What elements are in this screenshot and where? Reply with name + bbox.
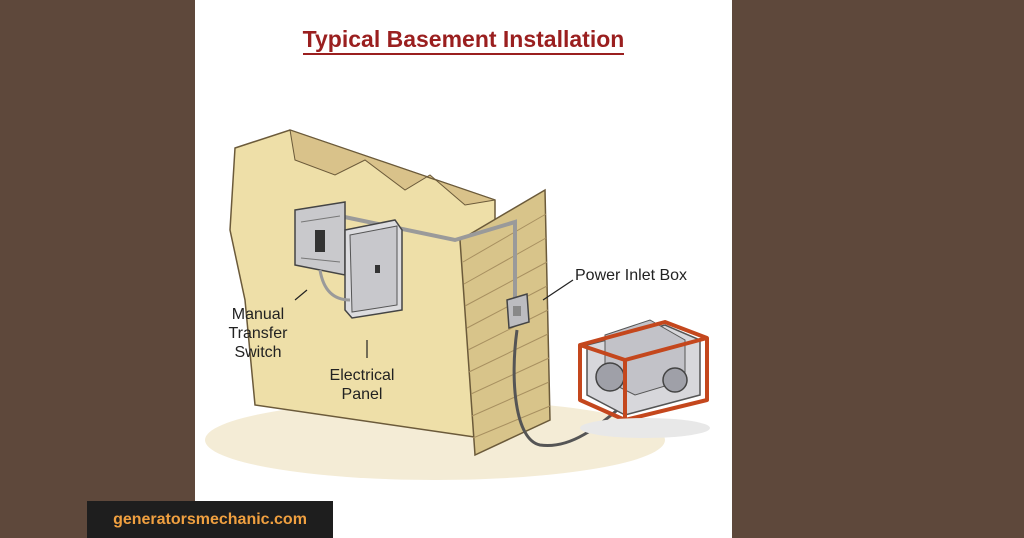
transfer-switch-box [294, 201, 346, 276]
portable-generator [578, 319, 710, 438]
electrical-panel-line-1: Electrical [329, 367, 395, 384]
manual-transfer-switch-line-1: Manual [231, 306, 285, 323]
manual-transfer-switch-line-2: Transfer [228, 325, 288, 342]
watermark-text: generatorsmechanic.com [113, 511, 307, 528]
manual-transfer-switch-line-3: Switch [234, 344, 282, 361]
diagram-panel: Typical Basement Installation [195, 0, 732, 538]
floor-joists [289, 129, 496, 206]
manual-transfer-switch-label: Manual Transfer Switch [223, 305, 293, 362]
siding-lines [462, 213, 551, 439]
watermark-badge: generatorsmechanic.com [87, 501, 333, 538]
switch-panel-conduit [318, 269, 351, 302]
inlet-pointer-line [542, 279, 574, 301]
electrical-panel-line-2: Panel [341, 386, 383, 403]
switch-pointer-line [294, 289, 308, 301]
basement-illustration [205, 129, 710, 480]
electrical-panel-label: Electrical Panel [317, 366, 407, 404]
power-inlet-box-label: Power Inlet Box [575, 267, 688, 284]
power-inlet-box [506, 293, 530, 329]
diagram-title: Typical Basement Installation [195, 26, 732, 55]
electrical-panel-box [344, 219, 403, 319]
power-cord [512, 329, 636, 448]
